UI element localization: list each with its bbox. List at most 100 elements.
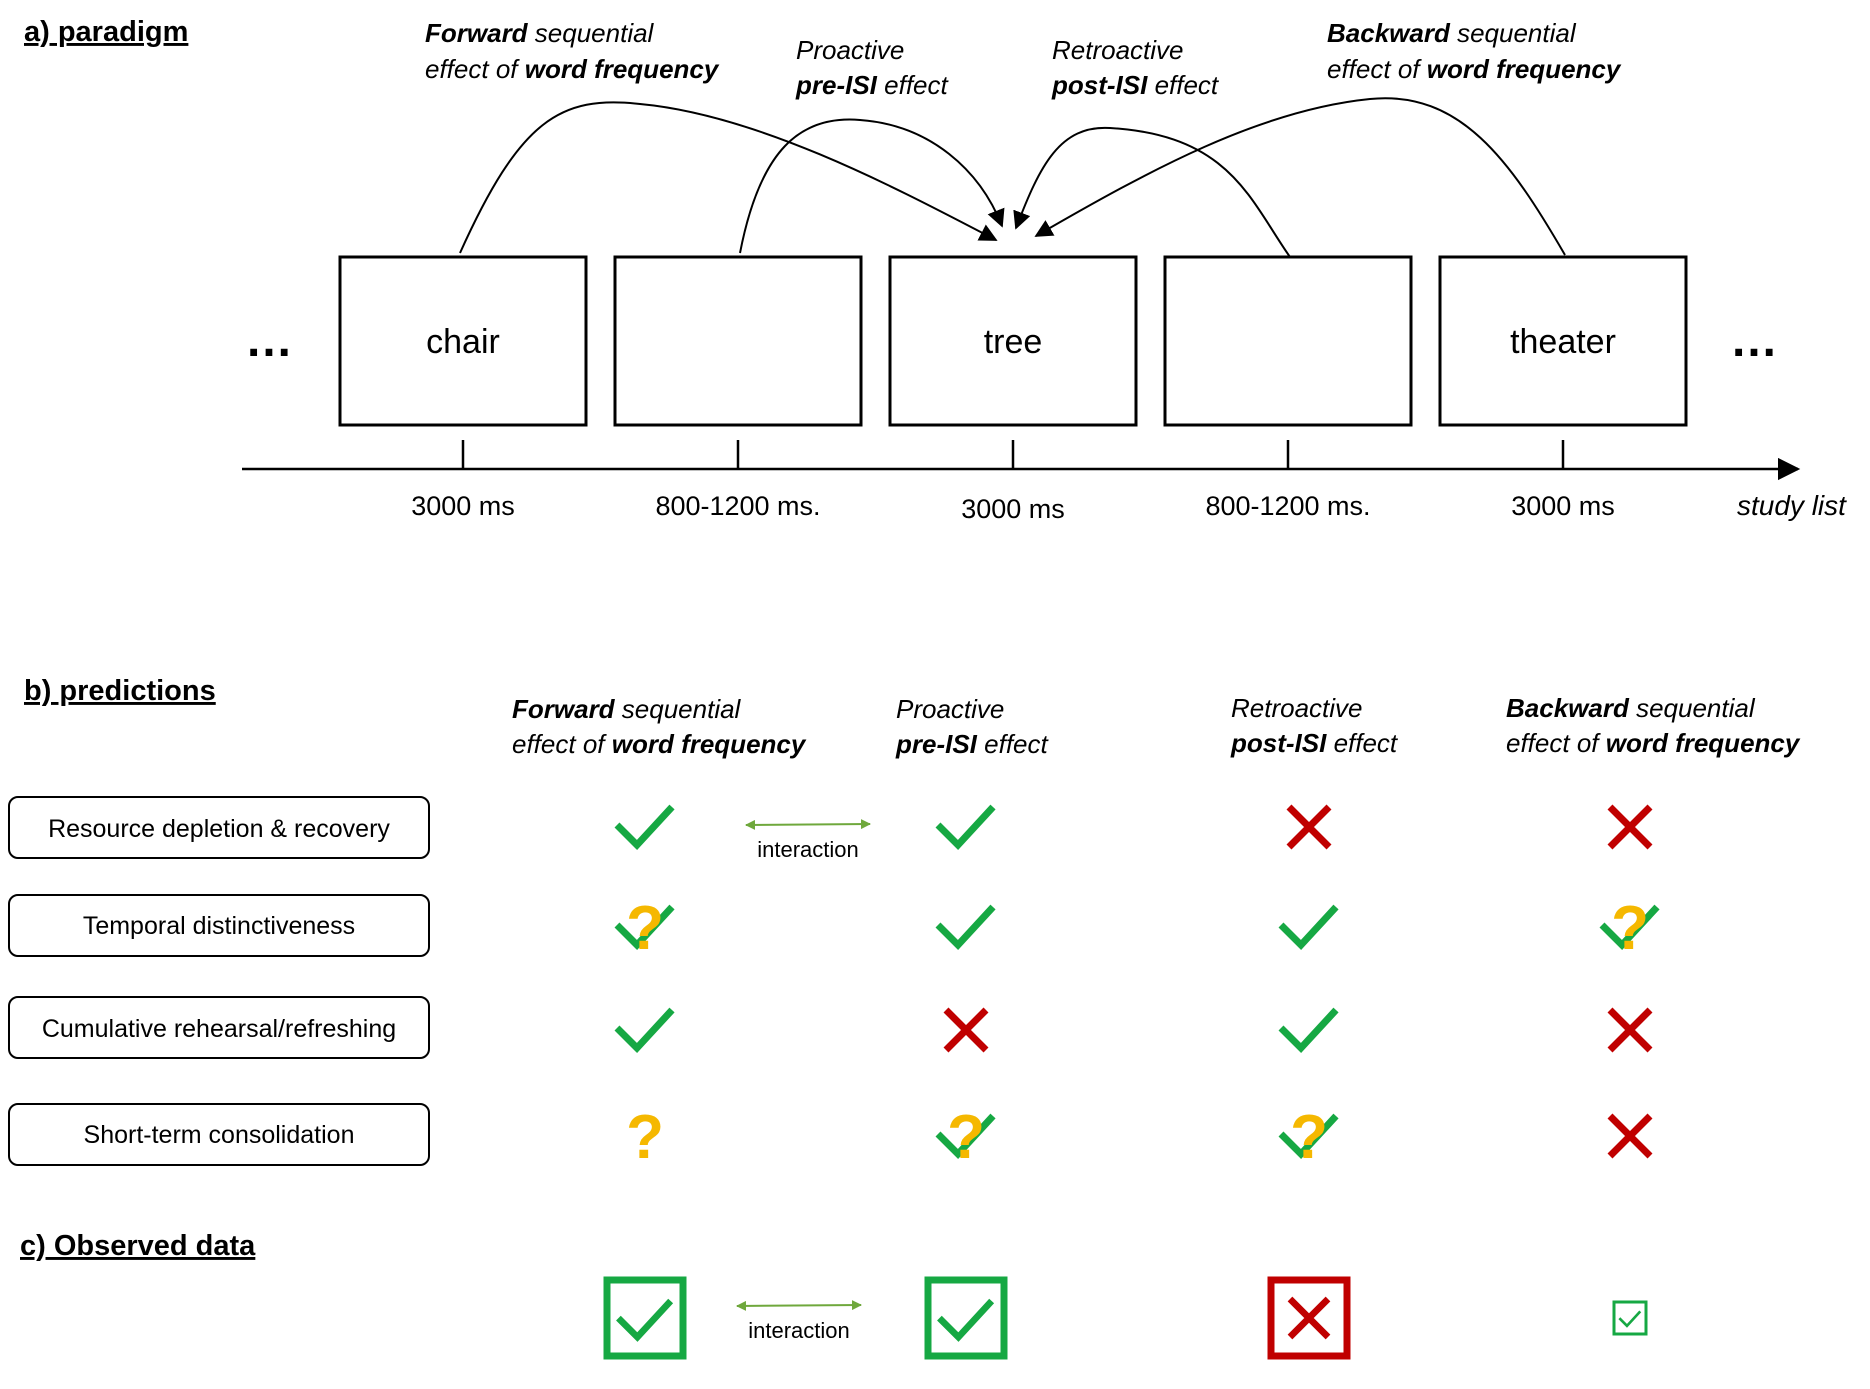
duration-label-2: 800-1200 ms. xyxy=(655,491,820,521)
check-icon xyxy=(1278,1007,1339,1054)
prediction-cell-r2-c3 xyxy=(1278,904,1339,951)
model-box-4 xyxy=(8,1103,430,1166)
check-icon xyxy=(935,904,996,951)
stimulus-box-3 xyxy=(888,255,1138,427)
interaction-arrow-predictions xyxy=(745,819,871,830)
duration-label-4: 800-1200 ms. xyxy=(1205,491,1370,521)
question-icon: ? xyxy=(1611,894,1649,963)
interaction-label-predictions: interaction xyxy=(757,837,859,862)
prediction-cell-r1-c3 xyxy=(1286,804,1332,850)
backward-effect-arrow xyxy=(1034,97,1566,256)
header-proactive-line1: Proactive xyxy=(896,694,1004,724)
cross-icon xyxy=(1286,804,1332,850)
prediction-cell-r4-c4 xyxy=(1607,1113,1653,1159)
header-retroactive-line2: post-ISI effect xyxy=(1230,728,1399,758)
check-icon xyxy=(1618,1310,1642,1328)
duration-label-5: 3000 ms xyxy=(1511,491,1615,521)
duration-label-1: 3000 ms xyxy=(411,491,515,521)
cross-icon xyxy=(1607,1113,1653,1159)
check-icon xyxy=(937,1298,995,1342)
check-icon xyxy=(1278,1113,1339,1160)
header-retroactive-line1: Retroactive xyxy=(1231,693,1363,723)
check-icon xyxy=(1278,904,1339,951)
question-icon: ? xyxy=(626,894,664,963)
forward-effect-arrow xyxy=(459,101,998,254)
observed-cell-1 xyxy=(603,1276,687,1360)
retroactive-effect-label-line2: post-ISI effect xyxy=(1051,70,1220,100)
header-proactive-line2: pre-ISI effect xyxy=(895,729,1050,759)
cross-icon xyxy=(1607,804,1653,850)
model-box-1 xyxy=(8,796,430,859)
header-backward-line2: effect of word frequency xyxy=(1506,728,1801,758)
crossbox-frame xyxy=(1267,1276,1351,1360)
paradigm-title: a) paradigm xyxy=(24,16,188,48)
stimulus-box-5 xyxy=(1438,255,1688,427)
prediction-cell-r1-c4 xyxy=(1607,804,1653,850)
check-icon xyxy=(614,904,675,951)
forward-effect-label-line1: Forward sequential xyxy=(425,18,655,48)
predictions-title: b) predictions xyxy=(24,675,216,707)
check-icon xyxy=(935,804,996,851)
model-label-4: Short-term consolidation xyxy=(84,1121,355,1149)
proactive-effect-label-line1: Proactive xyxy=(796,35,904,65)
axis-label: study list xyxy=(1737,490,1847,521)
observed-cell-2 xyxy=(924,1276,1008,1360)
checkbox-frame xyxy=(924,1276,1008,1360)
interaction-label-observed: interaction xyxy=(748,1318,850,1343)
prediction-cell-r4-c1: ? xyxy=(626,1103,664,1172)
header-forward-line1: Forward sequential xyxy=(512,694,742,724)
interaction-arrow-observed xyxy=(736,1300,862,1311)
ellipsis-right: … xyxy=(1730,314,1778,367)
checkbox-frame xyxy=(1612,1300,1648,1336)
stimulus-box-1 xyxy=(338,255,588,427)
prediction-cell-r2-c1: ? xyxy=(614,894,675,963)
observed-cell-4 xyxy=(1612,1300,1648,1336)
cross-icon xyxy=(1607,1007,1653,1053)
backward-effect-label-line2: effect of word frequency xyxy=(1327,54,1622,84)
retroactive-effect-arrow xyxy=(1013,126,1291,258)
proactive-effect-label-line2: pre-ISI effect xyxy=(795,70,950,100)
model-box-2 xyxy=(8,894,430,957)
header-forward-line2: effect of word frequency xyxy=(512,729,807,759)
stimulus-word-3: tree xyxy=(984,323,1043,361)
prediction-cell-r3-c4 xyxy=(1607,1007,1653,1053)
check-icon xyxy=(935,1113,996,1160)
model-label-1: Resource depletion & recovery xyxy=(48,815,390,843)
check-icon xyxy=(616,1298,674,1342)
prediction-cell-r3-c1 xyxy=(614,1007,675,1054)
header-backward-line1: Backward sequential xyxy=(1506,693,1756,723)
observed-cell-3 xyxy=(1267,1276,1351,1360)
stimulus-word-1: chair xyxy=(426,323,500,361)
stimulus-box-4 xyxy=(1163,255,1413,427)
prediction-cell-r1-c2 xyxy=(935,804,996,851)
check-icon xyxy=(1599,904,1660,951)
backward-effect-label-line1: Backward sequential xyxy=(1327,18,1577,48)
prediction-cell-r3-c3 xyxy=(1278,1007,1339,1054)
question-icon: ? xyxy=(1290,1103,1328,1172)
model-label-3: Cumulative rehearsal/refreshing xyxy=(42,1015,396,1043)
prediction-cell-r1-c1 xyxy=(614,804,675,851)
cross-icon xyxy=(1287,1296,1331,1340)
model-label-2: Temporal distinctiveness xyxy=(83,912,355,940)
proactive-effect-arrow xyxy=(739,118,1005,254)
checkbox-frame xyxy=(603,1276,687,1360)
retroactive-effect-label-line1: Retroactive xyxy=(1052,35,1184,65)
observed-marks xyxy=(603,1276,1648,1360)
prediction-cell-r4-c2: ? xyxy=(935,1103,996,1172)
check-icon xyxy=(614,1007,675,1054)
observed-title: c) Observed data xyxy=(20,1230,256,1262)
forward-effect-label-line2: effect of word frequency xyxy=(425,54,720,84)
ellipsis-left: … xyxy=(245,314,293,367)
question-icon: ? xyxy=(626,1103,664,1172)
cross-icon xyxy=(943,1007,989,1053)
check-icon xyxy=(614,804,675,851)
question-icon: ? xyxy=(947,1103,985,1172)
prediction-cell-r2-c2 xyxy=(935,904,996,951)
prediction-cell-r4-c3: ? xyxy=(1278,1103,1339,1172)
prediction-cell-r3-c2 xyxy=(943,1007,989,1053)
stimulus-word-5: theater xyxy=(1510,323,1616,361)
prediction-marks: ????? xyxy=(614,804,1660,1172)
duration-label-3: 3000 ms xyxy=(961,494,1065,524)
